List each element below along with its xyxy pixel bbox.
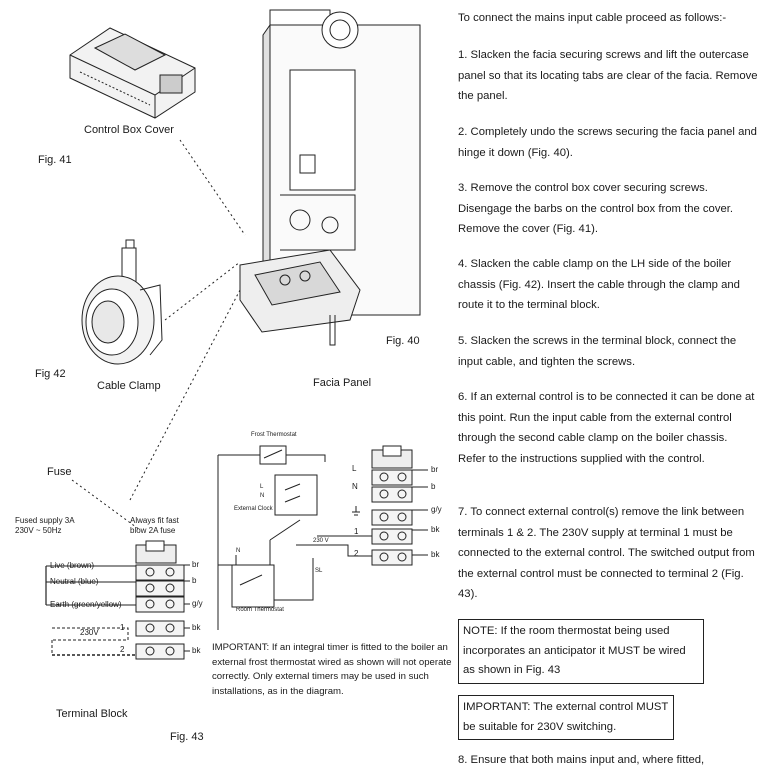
wire-gy-label: g/y [192,599,203,608]
note-box: NOTE: If the room thermostat being used … [458,619,704,684]
fig42-label: Fig 42 [35,368,66,380]
schematic-b-label: b [431,482,436,491]
step-1: 1. Slacken the facia securing screws and… [458,49,758,102]
intro-paragraph: To connect the mains input cable proceed… [458,12,727,24]
always-fit-fuse-label: blow 2A fuse [130,526,176,535]
step-5: 5. Slacken the screws in the terminal bl… [458,335,737,368]
wire-b-label: b [192,576,197,585]
schematic-230v-label: 230 V [313,538,329,544]
fused-supply-voltage-label: 230V ~ 50Hz [15,526,62,535]
schematic-2-label: 2 [354,549,359,558]
fuse-label: Fuse [47,466,72,478]
cable-clamp-drawing [81,239,163,365]
always-fit-label: Always fit fast [130,516,179,525]
schematic-gy-label: g/y [431,505,442,514]
external-clock-label: External Clock [234,506,273,512]
room-stat-n-label: N [236,548,241,554]
room-thermostat-label: Room Thermostat [236,607,284,613]
wire-bk-2-label: bk [192,646,201,655]
fused-supply-label: Fused supply 3A [15,516,75,525]
neutral-blue-label: Neutral (blue) [50,577,99,586]
wire-bk-1-label: bk [192,623,201,632]
230v-label: 230V [80,628,99,637]
schematic-br-label: br [431,465,439,474]
fig43-label: Fig. 43 [170,731,204,743]
terminal-block-drawing [45,540,190,660]
step-2: 2. Completely undo the screws securing t… [458,126,757,159]
installation-diagrams: Control Box Cover Fig. 41 Cable Clamp Fi… [15,9,452,743]
control-box-cover-drawing [69,27,196,119]
boiler-drawing [239,9,421,346]
step-8: 8. Ensure that both mains input and, whe… [458,754,705,766]
terminal-2-label: 2 [120,645,125,654]
frost-thermostat-label: Frost Thermostat [251,432,297,438]
schematic-1-label: 1 [354,527,359,536]
fig41-label: Fig. 41 [38,154,72,166]
schematic-bk-1-label: bk [431,525,440,534]
wiring-schematic-drawing [217,445,428,630]
earth-green-yellow-label: Earth (green/yellow) [50,600,122,609]
schematic-bk-2-label: bk [431,550,440,559]
clock-l-label: L [260,484,264,490]
live-brown-label: Live (brown) [50,561,95,570]
schematic-l-label: L [352,464,357,473]
control-box-cover-label: Control Box Cover [84,124,174,136]
schematic-n-label: N [352,482,358,491]
important-box: IMPORTANT: The external control MUST be … [458,695,674,740]
cable-clamp-label: Cable Clamp [97,380,161,392]
wire-br-label: br [192,560,200,569]
important-timer-note: IMPORTANT: If an integral timer is fitte… [212,642,452,697]
diagram-artwork [45,9,428,660]
terminal-block-label: Terminal Block [56,708,128,720]
facia-panel-label: Facia Panel [313,377,372,389]
step-7: 7. To connect external control(s) remove… [458,506,755,600]
terminal-1-label: 1 [120,623,125,632]
fig40-label: Fig. 40 [386,335,420,347]
step-6: 6. If an external control is to be conne… [458,391,755,465]
step-3: 3. Remove the control box cover securing… [458,182,734,235]
step-4: 4. Slacken the cable clamp on the LH sid… [458,258,740,311]
room-stat-sl-label: SL [315,568,323,574]
clock-n-label: N [260,493,265,499]
